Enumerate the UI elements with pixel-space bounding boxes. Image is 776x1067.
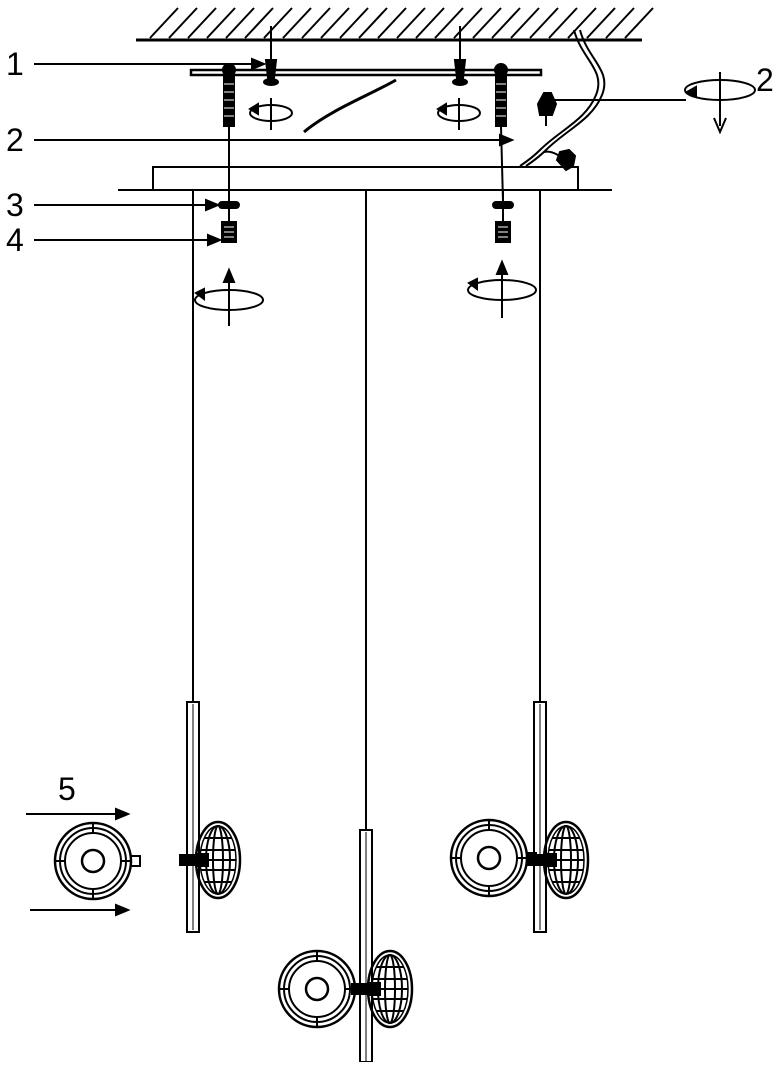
rotate-up-arrow-icon	[194, 267, 264, 326]
rotate-arrow-icon	[248, 98, 293, 130]
step-label-1: 1	[6, 46, 24, 82]
insert-arrow-icon	[26, 807, 131, 821]
step-label-4: 4	[6, 222, 24, 258]
threaded-rod-right	[494, 63, 508, 127]
nut-left	[221, 208, 237, 243]
step-label-3: 3	[6, 187, 24, 223]
front-view-ring-right	[449, 818, 537, 898]
leader-step3	[34, 198, 221, 212]
rotate-up-arrow-icon	[467, 259, 537, 318]
wire-connector	[555, 148, 577, 172]
lamp-head-center	[351, 949, 414, 1029]
mounting-bracket	[189, 68, 543, 77]
ceiling-screw-left	[263, 26, 279, 86]
leader-step1	[34, 57, 267, 71]
canopy	[118, 166, 612, 191]
step-label-2: 2	[6, 122, 24, 158]
threaded-rod-left	[222, 63, 236, 127]
leader-line	[545, 99, 686, 102]
step-label-2-right: 2	[756, 62, 774, 98]
insert-arrow-icon	[30, 903, 131, 917]
rotate-down-arrow-icon	[684, 72, 756, 135]
rotate-arrow-icon	[436, 98, 481, 130]
leader-step2	[34, 133, 515, 147]
supply-cable	[519, 29, 606, 167]
wire-connector	[536, 92, 558, 126]
ceiling-hatching	[149, 7, 654, 39]
leader-step4	[34, 233, 223, 247]
step-label-5: 5	[58, 771, 76, 807]
front-view-ring-center	[277, 949, 365, 1029]
lamp-head-left	[179, 820, 242, 900]
supply-wire	[303, 78, 397, 134]
ceiling-screw-right	[452, 26, 468, 86]
ceiling	[136, 7, 654, 42]
front-view-ring-step5	[53, 821, 141, 901]
nut-right	[495, 208, 511, 243]
